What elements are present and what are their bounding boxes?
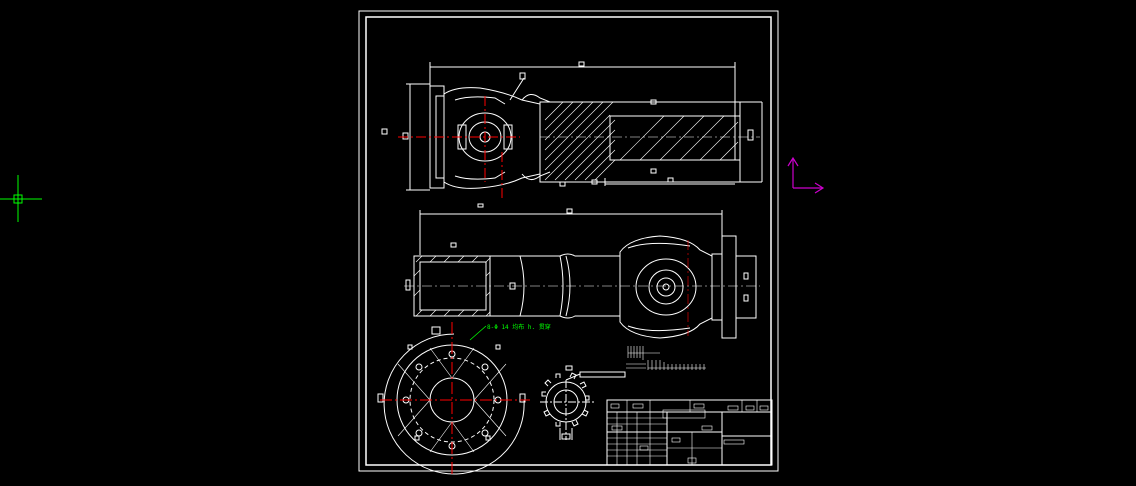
flange-end-centerlines	[380, 322, 530, 476]
top-view-hatch	[544, 101, 739, 181]
crosshair-cursor-icon	[0, 175, 42, 222]
top-view	[381, 61, 763, 208]
hole-annotation: 8-Φ 14 均布 h. 贯穿	[487, 323, 551, 331]
ucs-axis-icon	[787, 156, 825, 194]
front-view-centerlines	[404, 240, 760, 336]
sheet-inner-frame	[365, 16, 772, 466]
drawing-sheet	[358, 10, 779, 472]
sheet-outer-border	[358, 10, 779, 472]
technical-notes	[626, 346, 706, 370]
front-view-hatch	[413, 255, 491, 317]
top-view-centerlines	[398, 96, 760, 200]
spline-section-view	[540, 365, 626, 440]
title-block	[606, 399, 773, 466]
front-view	[405, 208, 757, 339]
